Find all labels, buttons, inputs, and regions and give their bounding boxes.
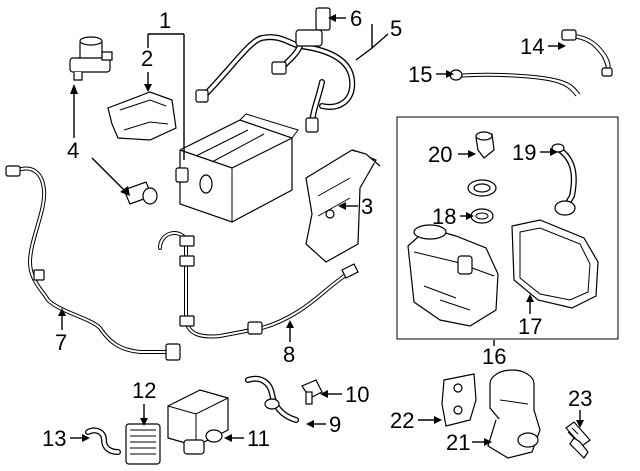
- callout-18: 18: [432, 204, 456, 229]
- callout-5-leader: [355, 24, 389, 61]
- callout-12: 12: [132, 378, 156, 403]
- callout-4: 4: [67, 138, 79, 163]
- bolt-23-part: [565, 421, 591, 459]
- callout-19: 19: [512, 140, 536, 165]
- purge-valve-part: [69, 36, 113, 81]
- callout-6: 6: [350, 6, 362, 31]
- callout-8: 8: [283, 342, 295, 367]
- vent-valve-part: [123, 181, 158, 205]
- vapor-hose-part: [195, 7, 356, 133]
- callout-14: 14: [520, 34, 544, 59]
- callout-5: 5: [390, 16, 402, 41]
- callout-9: 9: [329, 412, 341, 437]
- hose-9-part: [245, 375, 299, 423]
- callout-15: 15: [408, 62, 432, 87]
- sensor-14-part: [561, 29, 613, 77]
- callout-2: 2: [141, 46, 153, 71]
- callout-22: 22: [390, 408, 414, 433]
- hose-19-part: [551, 143, 577, 216]
- callout-3: 3: [361, 194, 373, 219]
- callout-7: 7: [55, 330, 67, 355]
- callout-16: 16: [482, 344, 506, 369]
- connector-20-part: [475, 131, 495, 159]
- hose-center-part: [158, 231, 359, 339]
- canister-bracket-part: [107, 91, 177, 141]
- callout-4-leader-b: [91, 157, 125, 191]
- callout-1: 1: [159, 8, 171, 33]
- hose-13-part: [85, 427, 121, 455]
- bolt-10-part: [301, 379, 323, 405]
- charcoal-canister-part: [175, 113, 299, 223]
- egr-valve-21-part: [487, 369, 541, 459]
- gasket-17-part: [511, 219, 599, 309]
- callout-10: 10: [345, 382, 369, 407]
- callout-21: 21: [446, 430, 470, 455]
- reservoir-tank-part: [407, 224, 499, 327]
- vent-solenoid-11-part: [167, 389, 229, 455]
- callout-17: 17: [518, 314, 542, 339]
- callout-23: 23: [568, 386, 592, 411]
- filter-12-part: [125, 423, 161, 465]
- reservoir-group-box: [396, 116, 619, 340]
- callout-20: 20: [428, 142, 452, 167]
- callout-13: 13: [42, 426, 66, 451]
- gasket-22-part: [441, 373, 477, 427]
- sensor-15-part: [449, 69, 581, 97]
- callout-11: 11: [247, 426, 270, 451]
- callout-1-leader: [147, 33, 185, 160]
- wire-harness-left-part: [5, 165, 181, 361]
